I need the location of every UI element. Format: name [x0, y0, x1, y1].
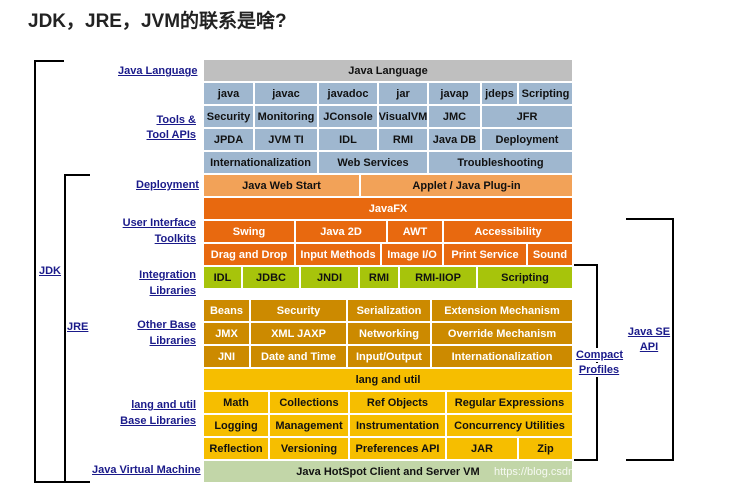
other-base-cell: XML JAXP: [251, 323, 346, 344]
other-base-cell: Override Mechanism: [432, 323, 572, 344]
tool-cell: javap: [429, 83, 480, 104]
label-tools-1: Tools &: [156, 114, 196, 126]
tool-cell: JFR: [482, 106, 572, 127]
tool-cell: Web Services: [319, 152, 427, 173]
tool-cell: jdeps: [482, 83, 517, 104]
lang-util-cell: Preferences API: [350, 438, 445, 459]
lang-util-cell: Zip: [519, 438, 572, 459]
other-base-cell: Networking: [348, 323, 430, 344]
tool-cell: Monitoring: [255, 106, 317, 127]
tool-cell: JPDA: [204, 129, 253, 150]
tool-cell: JVM TI: [255, 129, 317, 150]
jvm-cell: Java HotSpot Client and Server VM: [204, 461, 572, 482]
ui-cell: Accessibility: [444, 221, 572, 242]
label-integration-2: Libraries: [149, 285, 196, 297]
integration-cell: RMI: [360, 267, 398, 288]
other-base-cell: Security: [251, 300, 346, 321]
lang-util-cell: Management: [270, 415, 348, 436]
jre-bracket: [64, 174, 90, 483]
compact-profiles-bracket: [574, 264, 598, 461]
other-base-cell: Internationalization: [432, 346, 572, 367]
deployment-cell: Applet / Java Plug-in: [361, 175, 572, 196]
tool-cell: Deployment: [482, 129, 572, 150]
integration-cell: JDBC: [243, 267, 299, 288]
ui-cell: Java 2D: [296, 221, 386, 242]
label-ui-1: User Interface: [122, 217, 196, 229]
jdk-bracket: [34, 60, 64, 483]
lang-util-cell: Concurrency Utilities: [447, 415, 572, 436]
lang-util-cell: JAR: [447, 438, 517, 459]
tool-cell: java: [204, 83, 253, 104]
integration-cell: Scripting: [478, 267, 572, 288]
tool-cell: IDL: [319, 129, 377, 150]
java-se-api-bracket: [626, 218, 674, 461]
javafx-cell: JavaFX: [204, 198, 572, 219]
tool-cell: Internationalization: [204, 152, 317, 173]
deployment-cell: Java Web Start: [204, 175, 359, 196]
lang-util-cell: Instrumentation: [350, 415, 445, 436]
lang-util-cell: Math: [204, 392, 268, 413]
lang-util-cell: Regular Expressions: [447, 392, 572, 413]
tool-cell: Java DB: [429, 129, 480, 150]
tool-cell: JConsole: [319, 106, 377, 127]
label-ui-2: Toolkits: [154, 233, 196, 245]
tool-cell: javac: [255, 83, 317, 104]
other-base-cell: Beans: [204, 300, 249, 321]
page-title: JDK，JRE，JVM的联系是啥?: [28, 11, 287, 32]
compact-profiles-label-2: Profiles: [576, 363, 622, 377]
ui-cell: Drag and Drop: [204, 244, 294, 265]
integration-cell: JNDI: [301, 267, 358, 288]
ui-cell: Input Methods: [296, 244, 380, 265]
ui-cell: Print Service: [444, 244, 526, 265]
label-java-language: Java Language: [118, 65, 198, 77]
integration-cell: RMI-IIOP: [400, 267, 476, 288]
label-tools-2: Tool APIs: [146, 129, 197, 141]
ui-cell: Swing: [204, 221, 294, 242]
lang-util-cell: Logging: [204, 415, 268, 436]
other-base-cell: Input/Output: [348, 346, 430, 367]
tool-cell: Troubleshooting: [429, 152, 572, 173]
java-se-api-label-1: Java SE: [626, 325, 672, 339]
label-other-2: Libraries: [149, 335, 196, 347]
java-language-cell: Java Language: [204, 60, 572, 81]
tool-cell: Scripting: [519, 83, 572, 104]
watermark: https://blog.csdn.net/zzti_erlie: [494, 466, 639, 478]
tool-cell: JMC: [429, 106, 480, 127]
integration-cell: IDL: [204, 267, 241, 288]
tool-cell: jar: [379, 83, 427, 104]
lang-util-cell: Versioning: [270, 438, 348, 459]
label-deployment: Deployment: [136, 179, 199, 191]
tool-cell: Security: [204, 106, 253, 127]
other-base-cell: Extension Mechanism: [432, 300, 572, 321]
tool-cell: VisualVM: [379, 106, 427, 127]
lang-util-header-cell: lang and util: [204, 369, 572, 390]
ui-cell: Image I/O: [382, 244, 442, 265]
label-other-1: Other Base: [137, 319, 196, 331]
label-integration-1: Integration: [139, 269, 196, 281]
other-base-cell: JNI: [204, 346, 249, 367]
lang-util-cell: Reflection: [204, 438, 268, 459]
other-base-cell: Serialization: [348, 300, 430, 321]
compact-profiles-label-1: Compact: [576, 348, 624, 362]
ui-cell: AWT: [388, 221, 442, 242]
label-jvm: Java Virtual Machine: [92, 464, 201, 476]
java-se-api-label-2: API: [626, 340, 672, 354]
jdk-label: JDK: [38, 264, 63, 278]
tool-cell: javadoc: [319, 83, 377, 104]
ui-cell: Sound: [528, 244, 572, 265]
jre-label: JRE: [66, 320, 90, 334]
other-base-cell: JMX: [204, 323, 249, 344]
other-base-cell: Date and Time: [251, 346, 346, 367]
tool-cell: RMI: [379, 129, 427, 150]
label-lang-1: lang and util: [131, 399, 196, 411]
lang-util-cell: Ref Objects: [350, 392, 445, 413]
label-lang-2: Base Libraries: [120, 415, 196, 427]
lang-util-cell: Collections: [270, 392, 348, 413]
